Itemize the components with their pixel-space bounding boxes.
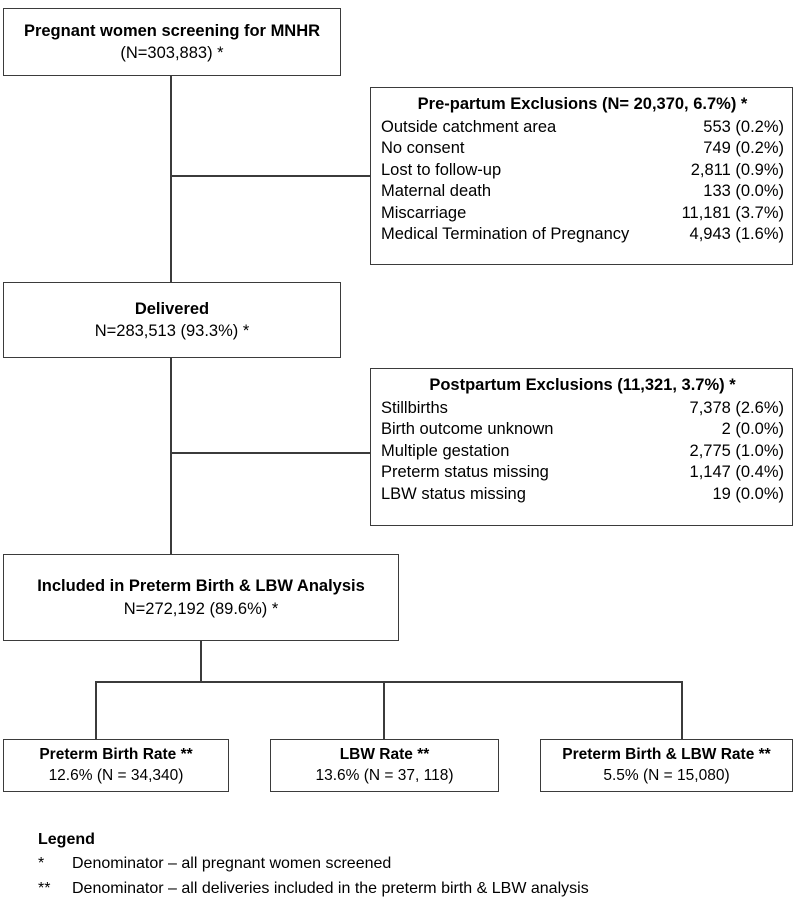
node-preterm-and-lbw-rate-title: Preterm Birth & LBW Rate **: [562, 745, 771, 763]
connector-screening-to-delivered: [170, 76, 172, 282]
legend-mark: *: [38, 855, 45, 872]
prepartum-row-label: Miscarriage: [381, 203, 467, 222]
panel-prepartum-title: Pre-partum Exclusions (N= 20,370, 6.7%) …: [417, 95, 748, 113]
node-preterm-birth-rate: Preterm Birth Rate ** 12.6% (N = 34,340): [3, 739, 229, 792]
node-lbw-rate-title: LBW Rate **: [339, 745, 430, 763]
node-delivered: Delivered N=283,513 (93.3%) *: [3, 282, 341, 358]
prepartum-row-value: 2,811 (0.9%): [690, 160, 784, 179]
table-row: Multiple gestation 2,775 (1.0%): [381, 441, 784, 462]
connector-outcome-bus: [95, 681, 683, 683]
node-screening-sub: (N=303,883) *: [120, 44, 224, 62]
table-row: Birth outcome unknown 2 (0.0%): [381, 419, 784, 440]
node-preterm-birth-rate-sub: 12.6% (N = 34,340): [48, 766, 184, 784]
postpartum-row-value: 7,378 (2.6%): [689, 398, 784, 417]
panel-postpartum-title: Postpartum Exclusions (11,321, 3.7%) *: [429, 376, 736, 394]
node-lbw-rate-sub: 13.6% (N = 37, 118): [315, 766, 454, 784]
postpartum-row-value: 1,147 (0.4%): [689, 463, 784, 482]
prepartum-row-value: 11,181 (3.7%): [681, 203, 784, 222]
prepartum-row-value: 4,943 (1.6%): [689, 224, 784, 243]
table-row: Outside catchment area 553 (0.2%): [381, 117, 784, 138]
node-preterm-and-lbw-rate: Preterm Birth & LBW Rate ** 5.5% (N = 15…: [540, 739, 793, 792]
postpartum-row-value: 19 (0.0%): [712, 484, 784, 503]
node-screening: Pregnant women screening for MNHR (N=303…: [3, 8, 341, 76]
legend-item-double-asterisk: ** Denominator – all deliveries included…: [38, 877, 778, 901]
table-row: Medical Termination of Pregnancy 4,943 (…: [381, 224, 784, 245]
panel-postpartum-exclusions: Postpartum Exclusions (11,321, 3.7%) * S…: [370, 368, 793, 526]
legend-item-single-asterisk: * Denominator – all pregnant women scree…: [38, 852, 778, 877]
connector-delivered-to-included: [170, 358, 172, 554]
prepartum-row-label: Medical Termination of Pregnancy: [381, 224, 630, 243]
connector-to-lbw-rate: [383, 681, 385, 740]
panel-prepartum-exclusions: Pre-partum Exclusions (N= 20,370, 6.7%) …: [370, 87, 793, 265]
node-preterm-and-lbw-rate-sub: 5.5% (N = 15,080): [603, 766, 730, 784]
postpartum-row-label: LBW status missing: [381, 484, 526, 503]
node-screening-title: Pregnant women screening for MNHR: [23, 21, 321, 40]
node-included-title: Included in Preterm Birth & LBW Analysis: [37, 577, 365, 596]
connector-screening-to-prepartum: [170, 175, 371, 177]
table-row: No consent 749 (0.2%): [381, 138, 784, 159]
postpartum-row-label: Multiple gestation: [381, 441, 510, 460]
node-lbw-rate: LBW Rate ** 13.6% (N = 37, 118): [270, 739, 499, 792]
node-included: Included in Preterm Birth & LBW Analysis…: [3, 554, 399, 641]
node-delivered-sub: N=283,513 (93.3%) *: [94, 322, 250, 340]
prepartum-row-value: 749 (0.2%): [703, 139, 784, 158]
node-included-sub: N=272,192 (89.6%) *: [123, 599, 279, 618]
node-preterm-birth-rate-title: Preterm Birth Rate **: [39, 745, 193, 763]
table-row: Maternal death 133 (0.0%): [381, 181, 784, 202]
legend: Legend * Denominator – all pregnant wome…: [38, 828, 778, 901]
table-row: Lost to follow-up 2,811 (0.9%): [381, 160, 784, 181]
prepartum-row-value: 553 (0.2%): [703, 117, 784, 136]
table-row: Preterm status missing 1,147 (0.4%): [381, 462, 784, 483]
postpartum-row-value: 2,775 (1.0%): [689, 441, 784, 460]
prepartum-exclusions-table: Outside catchment area 553 (0.2%) No con…: [381, 117, 784, 246]
postpartum-exclusions-table: Stillbirths 7,378 (2.6%) Birth outcome u…: [381, 398, 784, 505]
table-row: LBW status missing 19 (0.0%): [381, 484, 784, 505]
table-row: Stillbirths 7,378 (2.6%): [381, 398, 784, 419]
postpartum-row-label: Birth outcome unknown: [381, 420, 554, 439]
postpartum-row-value: 2 (0.0%): [721, 420, 784, 439]
legend-mark: **: [38, 879, 51, 897]
legend-heading: Legend: [38, 831, 95, 848]
connector-delivered-to-postpartum: [170, 452, 371, 454]
connector-included-stem: [200, 641, 202, 683]
postpartum-row-label: Preterm status missing: [381, 463, 549, 482]
connector-to-preterm-lbw-rate: [681, 681, 683, 740]
prepartum-row-label: No consent: [381, 139, 465, 158]
prepartum-row-label: Lost to follow-up: [381, 160, 502, 179]
prepartum-row-label: Maternal death: [381, 182, 492, 201]
prepartum-row-value: 133 (0.0%): [703, 182, 784, 201]
postpartum-row-label: Stillbirths: [381, 398, 448, 417]
legend-text: Denominator – all pregnant women screene…: [72, 855, 392, 872]
legend-text: Denominator – all deliveries included in…: [72, 879, 589, 897]
connector-to-preterm-rate: [95, 681, 97, 740]
prepartum-row-label: Outside catchment area: [381, 117, 557, 136]
node-delivered-title: Delivered: [134, 299, 210, 318]
table-row: Miscarriage 11,181 (3.7%): [381, 203, 784, 224]
